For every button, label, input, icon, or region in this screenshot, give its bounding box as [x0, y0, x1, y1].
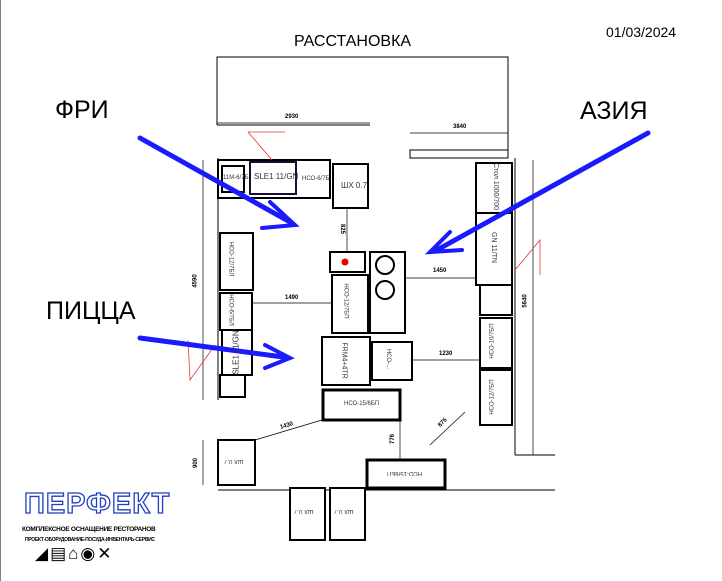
dimension-label: 4590	[192, 274, 199, 288]
equipment-label: ШХ 0.7	[334, 508, 354, 514]
equipment-label: НСО-12/7БЛ	[227, 241, 234, 277]
equipment-label: НСО-...	[385, 348, 392, 370]
equipment-label: НСО-12/7БП	[489, 379, 496, 415]
equipment-label: ШХ 0.7	[224, 458, 244, 464]
equipment-outlines	[217, 159, 513, 541]
dimension-label: 825	[339, 223, 346, 235]
logo-service-icons: ◢▤⌂◉✕	[35, 544, 114, 563]
page-title: РАССТАНОВКА	[294, 33, 412, 50]
equipment-label: НСО-15/6БП	[344, 401, 380, 407]
equipment-label: ШХ 0.7	[341, 181, 368, 190]
dimension-label: 3840	[453, 124, 467, 130]
equipment-label: Стол 1000/700	[492, 162, 500, 211]
equipment-label: SLE1 11/GN	[254, 172, 299, 181]
dimension-label: 1490	[285, 295, 299, 301]
equipment-label: НСО-10/7БП	[489, 323, 496, 359]
dimension-label: 1230	[439, 351, 453, 357]
logo-tagline: КОМПЛЕКСНОЕ ОСНАЩЕНИЕ РЕСТОРАНОВ	[22, 526, 156, 533]
dimension-label: 1450	[433, 268, 447, 274]
annotation-lines	[187, 131, 541, 382]
dimension-label: 2930	[285, 114, 299, 120]
equipment-label: ШХ 0.7	[294, 508, 314, 514]
arrow-pizza	[137, 335, 286, 360]
equipment-label: SLE1 11/GN	[231, 330, 241, 375]
zone-arrows	[137, 130, 651, 370]
dimension-lines	[202, 122, 534, 485]
equipment-label: GN 11/TN	[490, 232, 497, 263]
dimension-label: 776	[390, 433, 397, 445]
equipment-label: FRM4+4TR	[340, 342, 348, 379]
equipment-label: НСО-15/6БП	[387, 470, 423, 476]
dimension-label: 900	[193, 457, 200, 469]
logo-services: ПРОЕКТ-ОБОРУДОВАНИЕ-ПОСУДА-ИНВЕНТАРЬ-СЕР…	[25, 537, 155, 543]
logo-name: ПЕРФЕКТ	[23, 487, 171, 520]
wall-top	[216, 56, 509, 159]
equipment-label: НСО-6/7Б	[302, 176, 330, 182]
equipment-label: 11M-6/7Б	[223, 175, 249, 181]
zone-label-pizza: ПИЦЦА	[46, 297, 136, 325]
dimension-label: 5640	[522, 294, 529, 308]
zone-label-asia: АЗИЯ	[580, 97, 648, 125]
equipment-label: НСО-6/7БЛ	[227, 294, 234, 326]
zone-label-fry: ФРИ	[55, 96, 109, 124]
date: 01/03/2024	[606, 24, 677, 40]
equipment-label: НСО-12/7БП	[342, 283, 349, 319]
arrow-asia	[434, 130, 651, 253]
arrow-fry	[137, 135, 293, 225]
